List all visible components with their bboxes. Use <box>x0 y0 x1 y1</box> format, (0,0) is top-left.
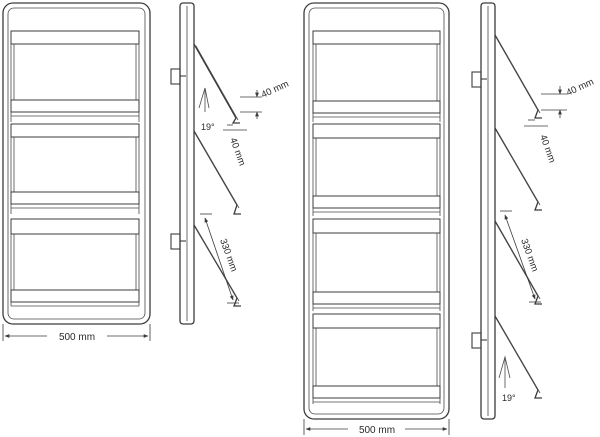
lip-height-dimension-left: 40 mm <box>240 78 291 119</box>
lip-height-label-right: 40 mm <box>565 76 596 98</box>
lip-height-dimension-right: 40 mm <box>541 76 596 118</box>
pitch-dimension-right: 330 mm <box>500 210 541 303</box>
lip-depth-label-right: 40 mm <box>537 133 557 164</box>
wall-bracket-bottom <box>170 233 186 250</box>
wall-bracket-top <box>170 68 186 85</box>
front-frame-inner-right <box>308 7 445 415</box>
pocket-r1 <box>312 30 441 122</box>
width-label-left: 500 mm <box>59 332 95 343</box>
shelf-profile-r2 <box>494 127 542 211</box>
angle-label-left: 19° <box>201 122 215 132</box>
pocket-r4 <box>312 313 441 404</box>
width-dimension-left: 500 mm <box>2 324 151 343</box>
front-frame-outer <box>2 2 151 325</box>
angle-indicator-right: 19° <box>498 355 516 403</box>
shelf-profile-r1 <box>494 34 542 119</box>
lip-depth-label-left: 40 mm <box>227 136 247 167</box>
front-frame-inner <box>7 7 146 320</box>
pocket-3 <box>10 218 140 307</box>
shelf-profile-r4 <box>494 315 542 399</box>
side-view-3-pockets: 19° 40 mm 40 mm 330 mm <box>170 2 291 325</box>
front-view-3-pockets: 500 mm <box>2 2 151 343</box>
lip-depth-dimension-left: 40 mm <box>223 122 247 167</box>
pocket-1 <box>10 30 140 122</box>
lip-height-label-left: 40 mm <box>260 78 291 100</box>
wall-bracket-bottom-right <box>471 332 487 349</box>
angle-label-right: 19° <box>502 393 516 403</box>
pocket-r2 <box>312 123 441 216</box>
width-label-right: 500 mm <box>359 425 395 436</box>
shelf-profile-1 <box>193 43 240 124</box>
lip-depth-dimension-right: 40 mm <box>524 119 557 164</box>
pocket-r3 <box>312 218 441 311</box>
pocket-2 <box>10 123 140 214</box>
wall-bracket-top-right <box>471 71 487 88</box>
front-view-4-pockets: 500 mm <box>303 2 450 436</box>
front-frame-outer-right <box>303 2 450 420</box>
width-dimension-right: 500 mm <box>303 419 450 436</box>
shelf-profile-2 <box>193 130 241 215</box>
angle-indicator-left: 19° <box>198 87 215 132</box>
pitch-label-left: 330 mm <box>217 237 239 273</box>
pitch-dimension-left: 330 mm <box>200 213 239 304</box>
side-view-4-pockets: 40 mm 40 mm 330 mm 19° <box>471 2 596 420</box>
